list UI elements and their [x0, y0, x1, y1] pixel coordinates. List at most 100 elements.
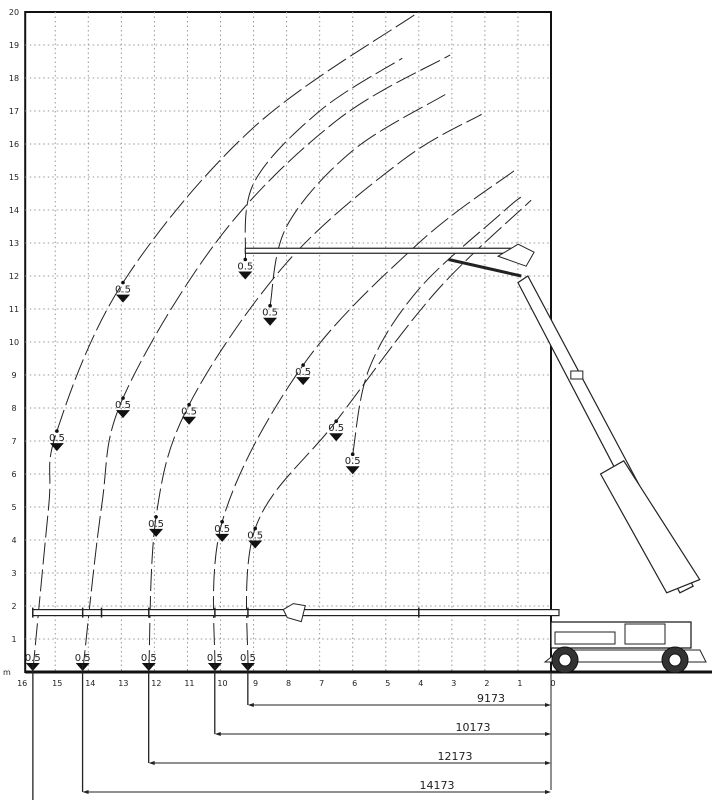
x-tick-label: 14 — [85, 679, 95, 688]
y-tick-label: 17 — [9, 107, 19, 116]
load-point-dot — [301, 363, 305, 367]
y-tick-label: 14 — [9, 206, 19, 215]
y-tick-label: 9 — [11, 371, 16, 380]
jib-knuckle — [496, 243, 535, 267]
x-tick-label: 15 — [52, 679, 62, 688]
load-value-label: 0.5 — [25, 653, 41, 664]
y-tick-label: 3 — [11, 569, 16, 578]
x-tick-label: 4 — [418, 679, 423, 688]
y-tick-label: 13 — [9, 239, 19, 248]
load-marker-triangle-icon — [116, 294, 131, 303]
load-point-dot — [268, 303, 272, 308]
y-tick-label: 10 — [9, 338, 19, 347]
x-tick-label: 11 — [184, 679, 194, 688]
x-tick-label: 2 — [484, 679, 489, 688]
load-marker-triangle-icon — [116, 410, 131, 419]
reach-arc — [32, 11, 420, 673]
y-tick-label: 1 — [11, 635, 16, 644]
load-value-label: 0.5 — [240, 653, 256, 664]
load-value-label: 0.5 — [345, 456, 361, 467]
load-point-dot — [350, 452, 355, 457]
load-marker-triangle-icon — [329, 433, 344, 442]
load-value-label: 0.5 — [181, 407, 197, 418]
x-tick-label: 8 — [286, 679, 291, 688]
unit-label: m — [3, 668, 11, 677]
x-tick-label: 12 — [151, 679, 161, 688]
jib-boom — [244, 247, 512, 254]
y-tick-label: 18 — [9, 74, 19, 83]
y-tick-label: 20 — [9, 8, 19, 17]
y-tick-label: 15 — [9, 173, 19, 182]
load-point-dot — [121, 396, 125, 400]
load-value-label: 0.5 — [49, 433, 65, 444]
dimension-label: 9173 — [477, 692, 505, 705]
load-marker-triangle-icon — [238, 271, 253, 280]
y-tick-label: 16 — [9, 140, 19, 149]
reach-arc — [352, 196, 522, 455]
y-tick-label: 2 — [11, 602, 16, 611]
y-tick-label: 11 — [9, 305, 19, 314]
load-value-label: 0.5 — [141, 653, 157, 664]
y-tick-label: 6 — [11, 470, 16, 479]
wheel-hub — [558, 653, 572, 667]
load-value-label: 0.5 — [247, 530, 263, 541]
load-point-dot — [55, 429, 59, 433]
load-marker-triangle-icon — [345, 466, 360, 475]
x-tick-label: 16 — [17, 679, 27, 688]
x-tick-label: 0 — [550, 679, 555, 688]
x-tick-label: 1 — [517, 679, 522, 688]
y-tick-label: 7 — [11, 437, 16, 446]
wheel-hub — [668, 653, 682, 667]
jib-cylinder — [448, 258, 522, 278]
y-tick-label: 8 — [11, 404, 16, 413]
y-tick-label: 12 — [9, 272, 19, 281]
y-tick-label: 19 — [9, 41, 19, 50]
load-value-label: 0.5 — [237, 262, 253, 273]
load-point-dot — [220, 520, 224, 524]
boom-knuckle — [282, 603, 306, 623]
load-value-label: 0.5 — [295, 367, 311, 378]
load-point-dot — [154, 515, 158, 519]
x-tick-label: 13 — [118, 679, 128, 688]
x-tick-label: 9 — [253, 679, 258, 688]
dimension-label: 14173 — [420, 779, 455, 792]
load-point-dot — [187, 402, 191, 407]
reach-arc — [245, 199, 532, 673]
dimension-label: 12173 — [438, 750, 473, 763]
boom-clamp — [570, 370, 584, 380]
load-value-label: 0.5 — [328, 423, 344, 434]
load-marker-triangle-icon — [49, 443, 64, 452]
load-marker-triangle-icon — [182, 416, 197, 425]
truck-crane-base — [624, 623, 666, 645]
truck-cab — [554, 631, 616, 645]
reach-arc — [212, 170, 515, 673]
x-tick-label: 7 — [319, 679, 324, 688]
reach-arc — [269, 94, 446, 306]
reach-arc — [244, 57, 403, 260]
y-tick-label: 5 — [11, 503, 16, 512]
y-tick-label: 4 — [11, 536, 16, 545]
x-tick-label: 10 — [217, 679, 227, 688]
dimension-label: 10173 — [456, 721, 491, 734]
load-value-label: 0.5 — [148, 519, 164, 530]
load-marker-triangle-icon — [296, 377, 311, 386]
load-point-dot — [334, 419, 338, 424]
load-marker-triangle-icon — [263, 317, 278, 326]
load-value-label: 0.5 — [115, 285, 131, 296]
load-point-dot — [121, 280, 125, 285]
load-value-label: 0.5 — [115, 400, 131, 411]
load-value-label: 0.5 — [75, 653, 91, 664]
load-point-dot — [243, 257, 248, 262]
load-value-label: 0.5 — [207, 653, 223, 664]
x-tick-label: 5 — [385, 679, 390, 688]
load-point-dot — [253, 526, 258, 531]
load-value-label: 0.5 — [262, 308, 278, 319]
reach-arc — [148, 113, 482, 673]
load-marker-triangle-icon — [149, 528, 164, 537]
reach-arc — [82, 54, 451, 673]
x-tick-label: 6 — [352, 679, 357, 688]
load-marker-triangle-icon — [248, 540, 263, 549]
main-boom-base-section — [599, 459, 701, 594]
